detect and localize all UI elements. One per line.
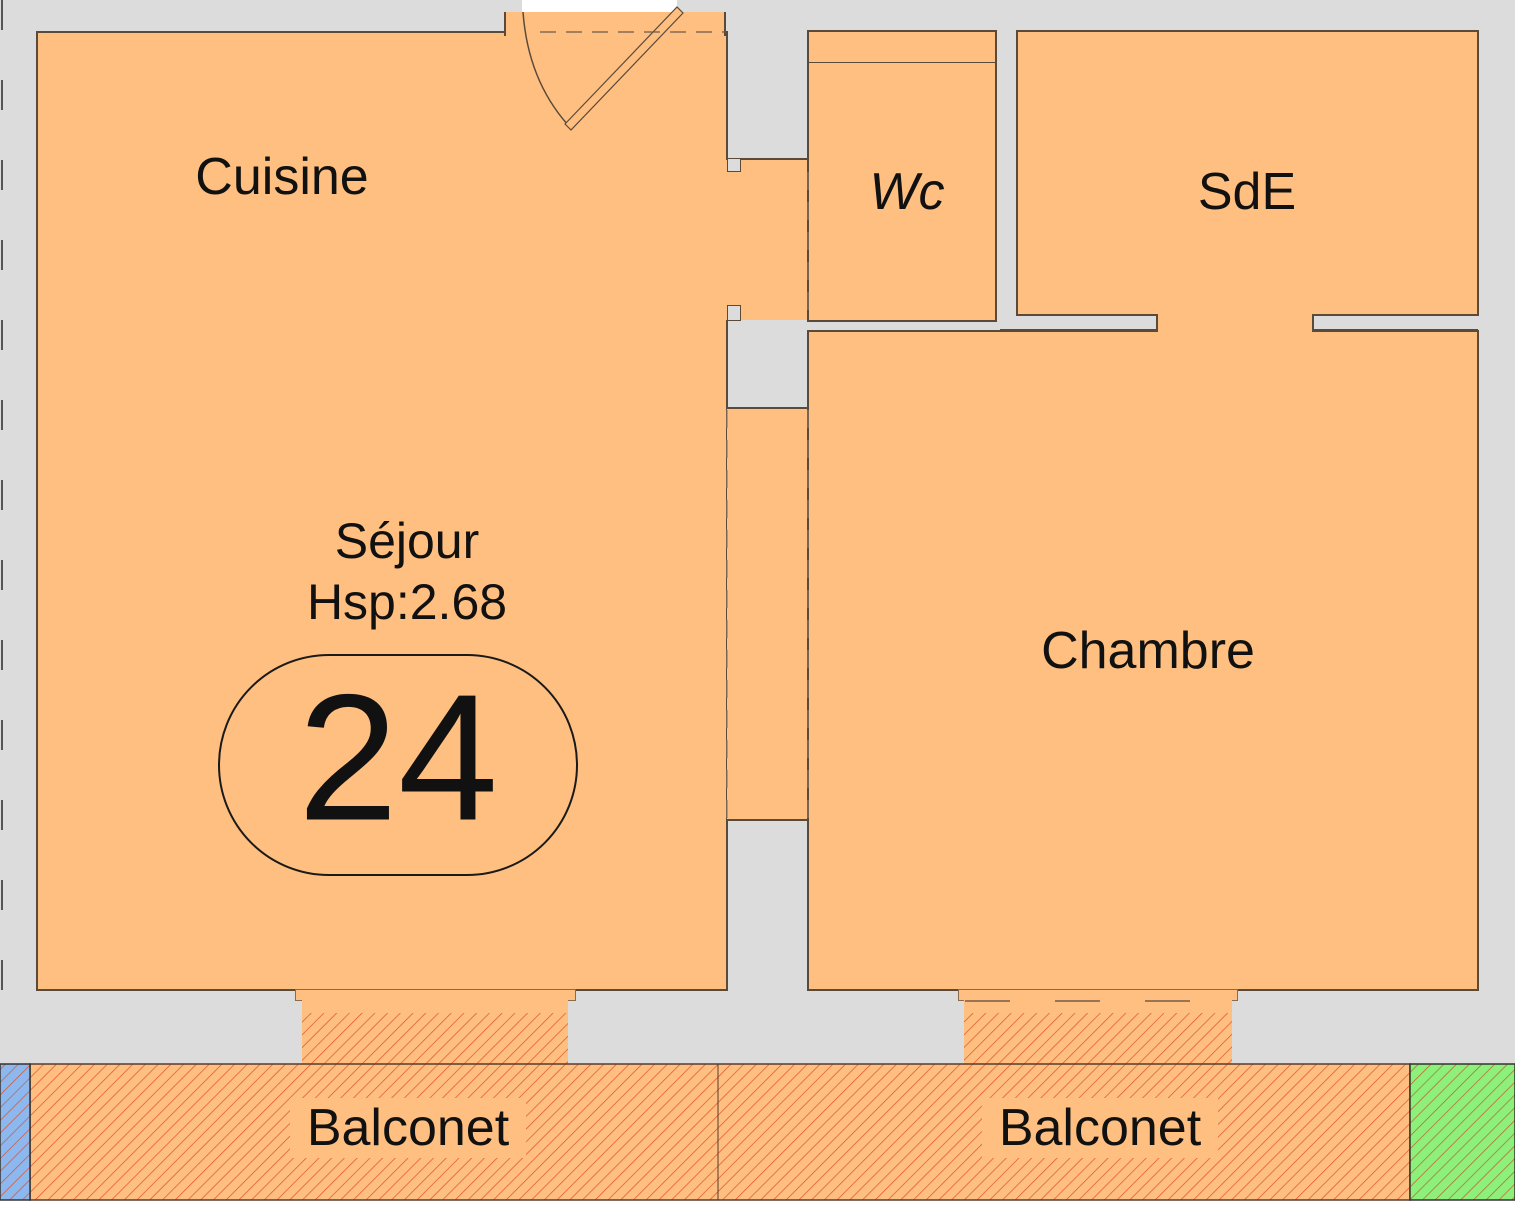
room-sde (1016, 30, 1479, 316)
room-label-wc: Wc (869, 163, 945, 221)
room-sejour-cuisine (36, 31, 728, 991)
wall-stub-bottom (727, 305, 741, 321)
room-label-balconet-left: Balconet (306, 1099, 510, 1157)
sde-wall-right (1312, 316, 1478, 331)
room-label-chambre: Chambre (1041, 622, 1255, 680)
sde-door-opening (1158, 312, 1312, 334)
neighbor-area-blue (0, 1063, 31, 1201)
wc-inner-line (808, 62, 996, 63)
room-label-sejour: Séjour (334, 513, 480, 569)
lot-number: 24 (297, 657, 499, 859)
room-label-cuisine: Cuisine (195, 148, 369, 206)
lot-number-badge (218, 654, 578, 876)
neighbor-area-green (1409, 1063, 1515, 1201)
room-label-balconet-right: Balconet (998, 1099, 1202, 1157)
room-wc (807, 30, 997, 322)
door-swing-icon (522, 6, 684, 131)
passage-opening (727, 407, 809, 821)
corridor (726, 158, 810, 320)
entrance-opening (522, 0, 677, 12)
sde-wall-left (1000, 316, 1158, 331)
room-height-label: Hsp:2.68 (306, 574, 508, 630)
wall-stub-top (727, 158, 741, 172)
room-label-sde: SdE (1197, 163, 1297, 221)
